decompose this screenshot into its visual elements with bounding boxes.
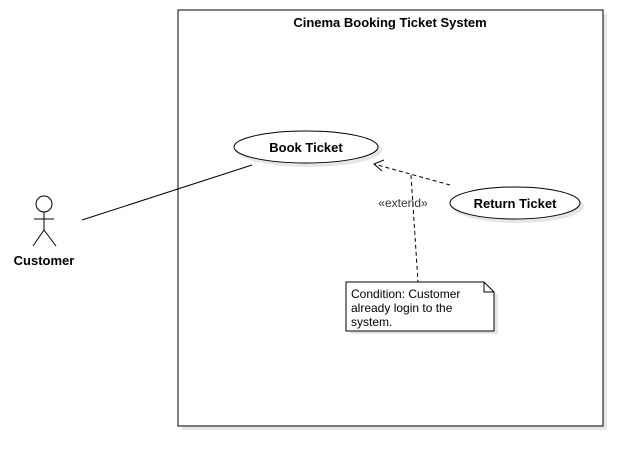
note-line: system. [351, 315, 392, 329]
use-case-book-ticket[interactable]: Book Ticket [233, 130, 382, 167]
note-line: Condition: Customer [351, 287, 460, 301]
system-title: Cinema Booking Ticket System [293, 15, 486, 30]
use-case-return-ticket[interactable]: Return Ticket [449, 186, 584, 223]
note-box [345, 281, 495, 332]
extend-label-bg [374, 195, 432, 211]
extend-dashed-line [373, 163, 451, 186]
actor-customer[interactable]: Customer [14, 195, 75, 268]
note-fold-icon [483, 282, 494, 293]
use-case-label: Return Ticket [474, 196, 558, 211]
note-line: already login to the [351, 301, 453, 315]
use-case-ellipse [233, 130, 379, 164]
note-anchor-line[interactable] [410, 174, 419, 283]
extend-relationship[interactable]: «extend» [373, 159, 451, 211]
stick-figure-icon [32, 195, 57, 247]
association-line[interactable] [81, 164, 253, 221]
actor-label: Customer [14, 253, 75, 268]
arrowhead-icon [373, 159, 385, 172]
use-case-ellipse [449, 186, 581, 220]
use-case-label: Book Ticket [269, 140, 343, 155]
extend-label: «extend» [378, 196, 428, 210]
note[interactable]: Condition: Customer already login to the… [345, 281, 498, 334]
